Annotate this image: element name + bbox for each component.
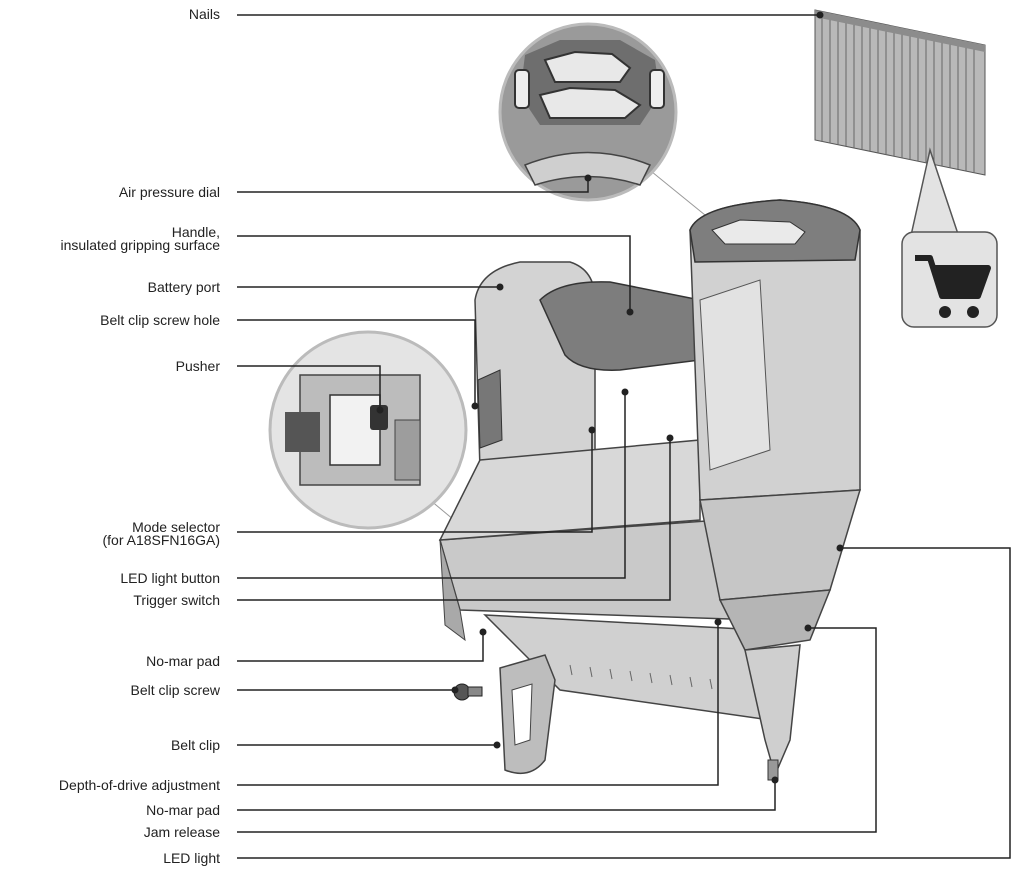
belt-clip-illustration [499, 654, 556, 775]
label-led-light: LED light [163, 850, 220, 866]
label-depth-of-drive-adjustment: Depth-of-drive adjustment [58, 777, 220, 793]
label-mode-selector: Mode selector (for A18SFN16GA) [102, 519, 221, 548]
label-handle-line1: Handle, [171, 224, 220, 240]
nail-strip-illustration [814, 9, 986, 176]
label-battery-port: Battery port [147, 279, 220, 295]
label-nails: Nails [188, 6, 220, 22]
label-air-pressure-dial: Air pressure dial [118, 184, 220, 200]
label-trigger-switch: Trigger switch [133, 592, 220, 608]
pusher-magnifier [268, 330, 468, 530]
label-no-mar-pad-lower: No-mar pad [146, 802, 220, 818]
leader-dots [376, 11, 844, 784]
air-dial-magnifier [498, 22, 706, 216]
belt-clip-screw-illustration [453, 683, 483, 701]
cart-badge [901, 147, 998, 328]
label-belt-clip-screw: Belt clip screw [130, 682, 220, 698]
label-led-light-button: LED light button [120, 570, 220, 586]
label-jam-release: Jam release [143, 824, 220, 840]
label-no-mar-pad-upper: No-mar pad [146, 653, 220, 669]
label-mode-selector-line2: (for A18SFN16GA) [102, 532, 221, 548]
nailer-body [438, 199, 862, 781]
label-handle-line2: insulated gripping surface [60, 237, 220, 253]
label-pusher: Pusher [175, 358, 220, 374]
label-mode-selector-line1: Mode selector [132, 519, 220, 535]
label-handle: Handle, insulated gripping surface [60, 224, 220, 253]
leader-lines [237, 14, 1011, 859]
shopping-cart-icon [915, 255, 991, 318]
label-belt-clip-screw-hole: Belt clip screw hole [100, 312, 220, 328]
label-belt-clip: Belt clip [170, 737, 220, 753]
